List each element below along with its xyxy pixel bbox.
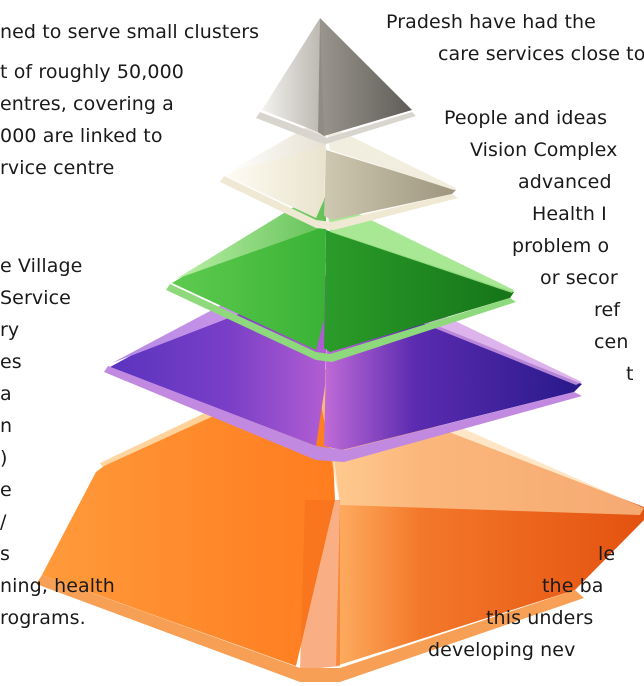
left-text-line: ning, health: [0, 575, 115, 597]
left-text-line: e Village: [0, 255, 83, 277]
left-text-line: rograms.: [0, 607, 86, 629]
right-text-line: ref: [594, 299, 621, 321]
right-text-line: t: [626, 363, 634, 385]
left-text-line: ry: [0, 319, 20, 341]
right-text-line: advanced: [518, 171, 612, 193]
left-text-line: es: [0, 351, 22, 373]
left-text-line: a: [0, 383, 12, 405]
right-text-line: the ba: [542, 575, 604, 597]
pyramid-tier-green: [166, 196, 516, 362]
right-text-line: Vision Complex: [470, 139, 618, 161]
left-text-line: ned to serve small clusters: [0, 21, 260, 43]
left-text-line: /: [0, 511, 7, 533]
left-text-line: rvice centre: [0, 157, 115, 179]
right-text-line: People and ideas: [444, 107, 608, 129]
left-text-line: s: [0, 543, 10, 565]
right-text-line: Pradesh have had the: [386, 11, 596, 33]
pyramid-tier-apex: [256, 18, 416, 144]
right-text-line: care services close to: [438, 43, 644, 65]
right-text-line: cen: [594, 331, 629, 353]
right-text-line: developing nev: [428, 639, 576, 661]
left-text-line: e: [0, 479, 12, 501]
left-text-line: ): [0, 447, 8, 469]
right-text-line: Health I: [532, 203, 607, 225]
left-text-line: t of roughly 50,000: [0, 61, 184, 83]
right-text-line: this unders: [486, 607, 594, 629]
right-text-line: problem o: [512, 235, 610, 257]
left-text-line: Service: [0, 287, 71, 309]
right-text-line: or secor: [540, 267, 618, 289]
left-text-line: entres, covering a: [0, 93, 174, 115]
right-text-line: le: [598, 543, 616, 565]
left-text-line: n: [0, 415, 13, 437]
left-text-line: 000 are linked to: [0, 125, 163, 147]
